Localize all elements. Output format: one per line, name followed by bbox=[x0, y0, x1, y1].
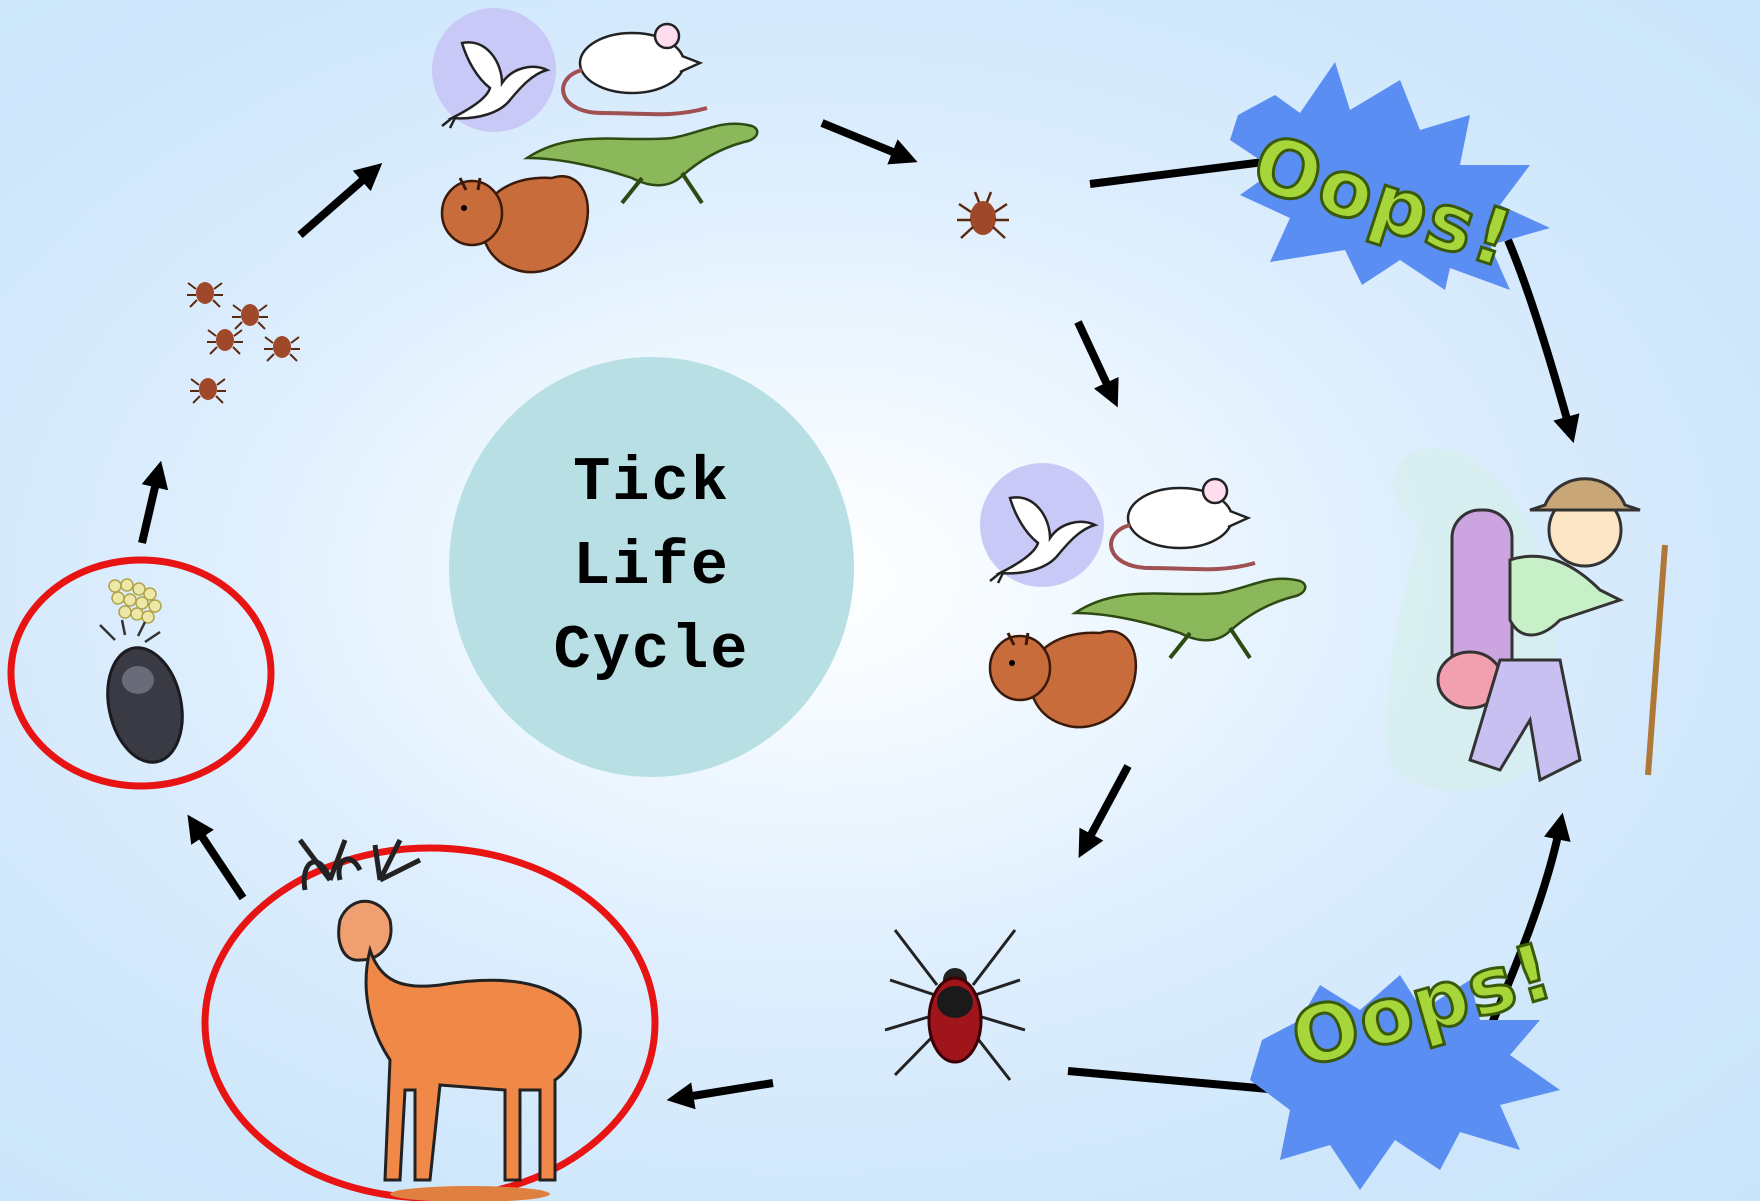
adult-tick-icon bbox=[885, 930, 1025, 1080]
small-hosts-icon bbox=[980, 463, 1305, 727]
deer-icon bbox=[300, 840, 580, 1201]
tick-nymph-icon bbox=[957, 192, 1009, 238]
tick-larvae-icon bbox=[187, 282, 300, 403]
title-line-1: Tick bbox=[573, 441, 730, 525]
title-circle: Tick Life Cycle bbox=[449, 357, 854, 777]
hiker-icon bbox=[1387, 448, 1665, 790]
small-hosts-icon bbox=[432, 8, 757, 272]
title-line-2: Life bbox=[573, 525, 730, 609]
tick-eggs-icon bbox=[98, 579, 193, 769]
title-line-3: Cycle bbox=[553, 609, 749, 693]
